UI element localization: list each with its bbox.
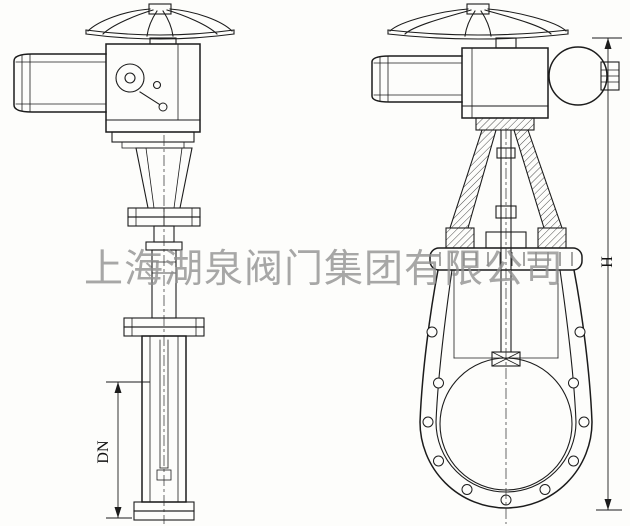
valve-body-front [419, 247, 593, 509]
bonnet-bolts [439, 252, 573, 266]
front-view [371, 3, 620, 524]
yoke-front [445, 117, 567, 353]
motor-cylinder-front [371, 55, 463, 103]
actuator-front [371, 37, 620, 119]
declutch-lever-icon [139, 91, 163, 107]
actuator-side [13, 37, 201, 149]
dn-label: DN [95, 440, 112, 464]
h-dimension: H [592, 37, 622, 511]
indicator-dial-icon [115, 63, 145, 93]
flange-bolt-holes [422, 326, 590, 506]
dn-dimension: DN [95, 381, 150, 519]
handwheel-side-icon [85, 3, 235, 40]
handwheel-front-icon [387, 3, 569, 40]
side-view [13, 3, 235, 524]
handwheel-housing-icon [548, 46, 608, 106]
yoke-side [127, 147, 201, 319]
watermark-text: 上海湖泉阀门集团有限公司 [84, 248, 564, 291]
motor-cylinder [13, 53, 107, 113]
h-label: H [599, 256, 616, 268]
